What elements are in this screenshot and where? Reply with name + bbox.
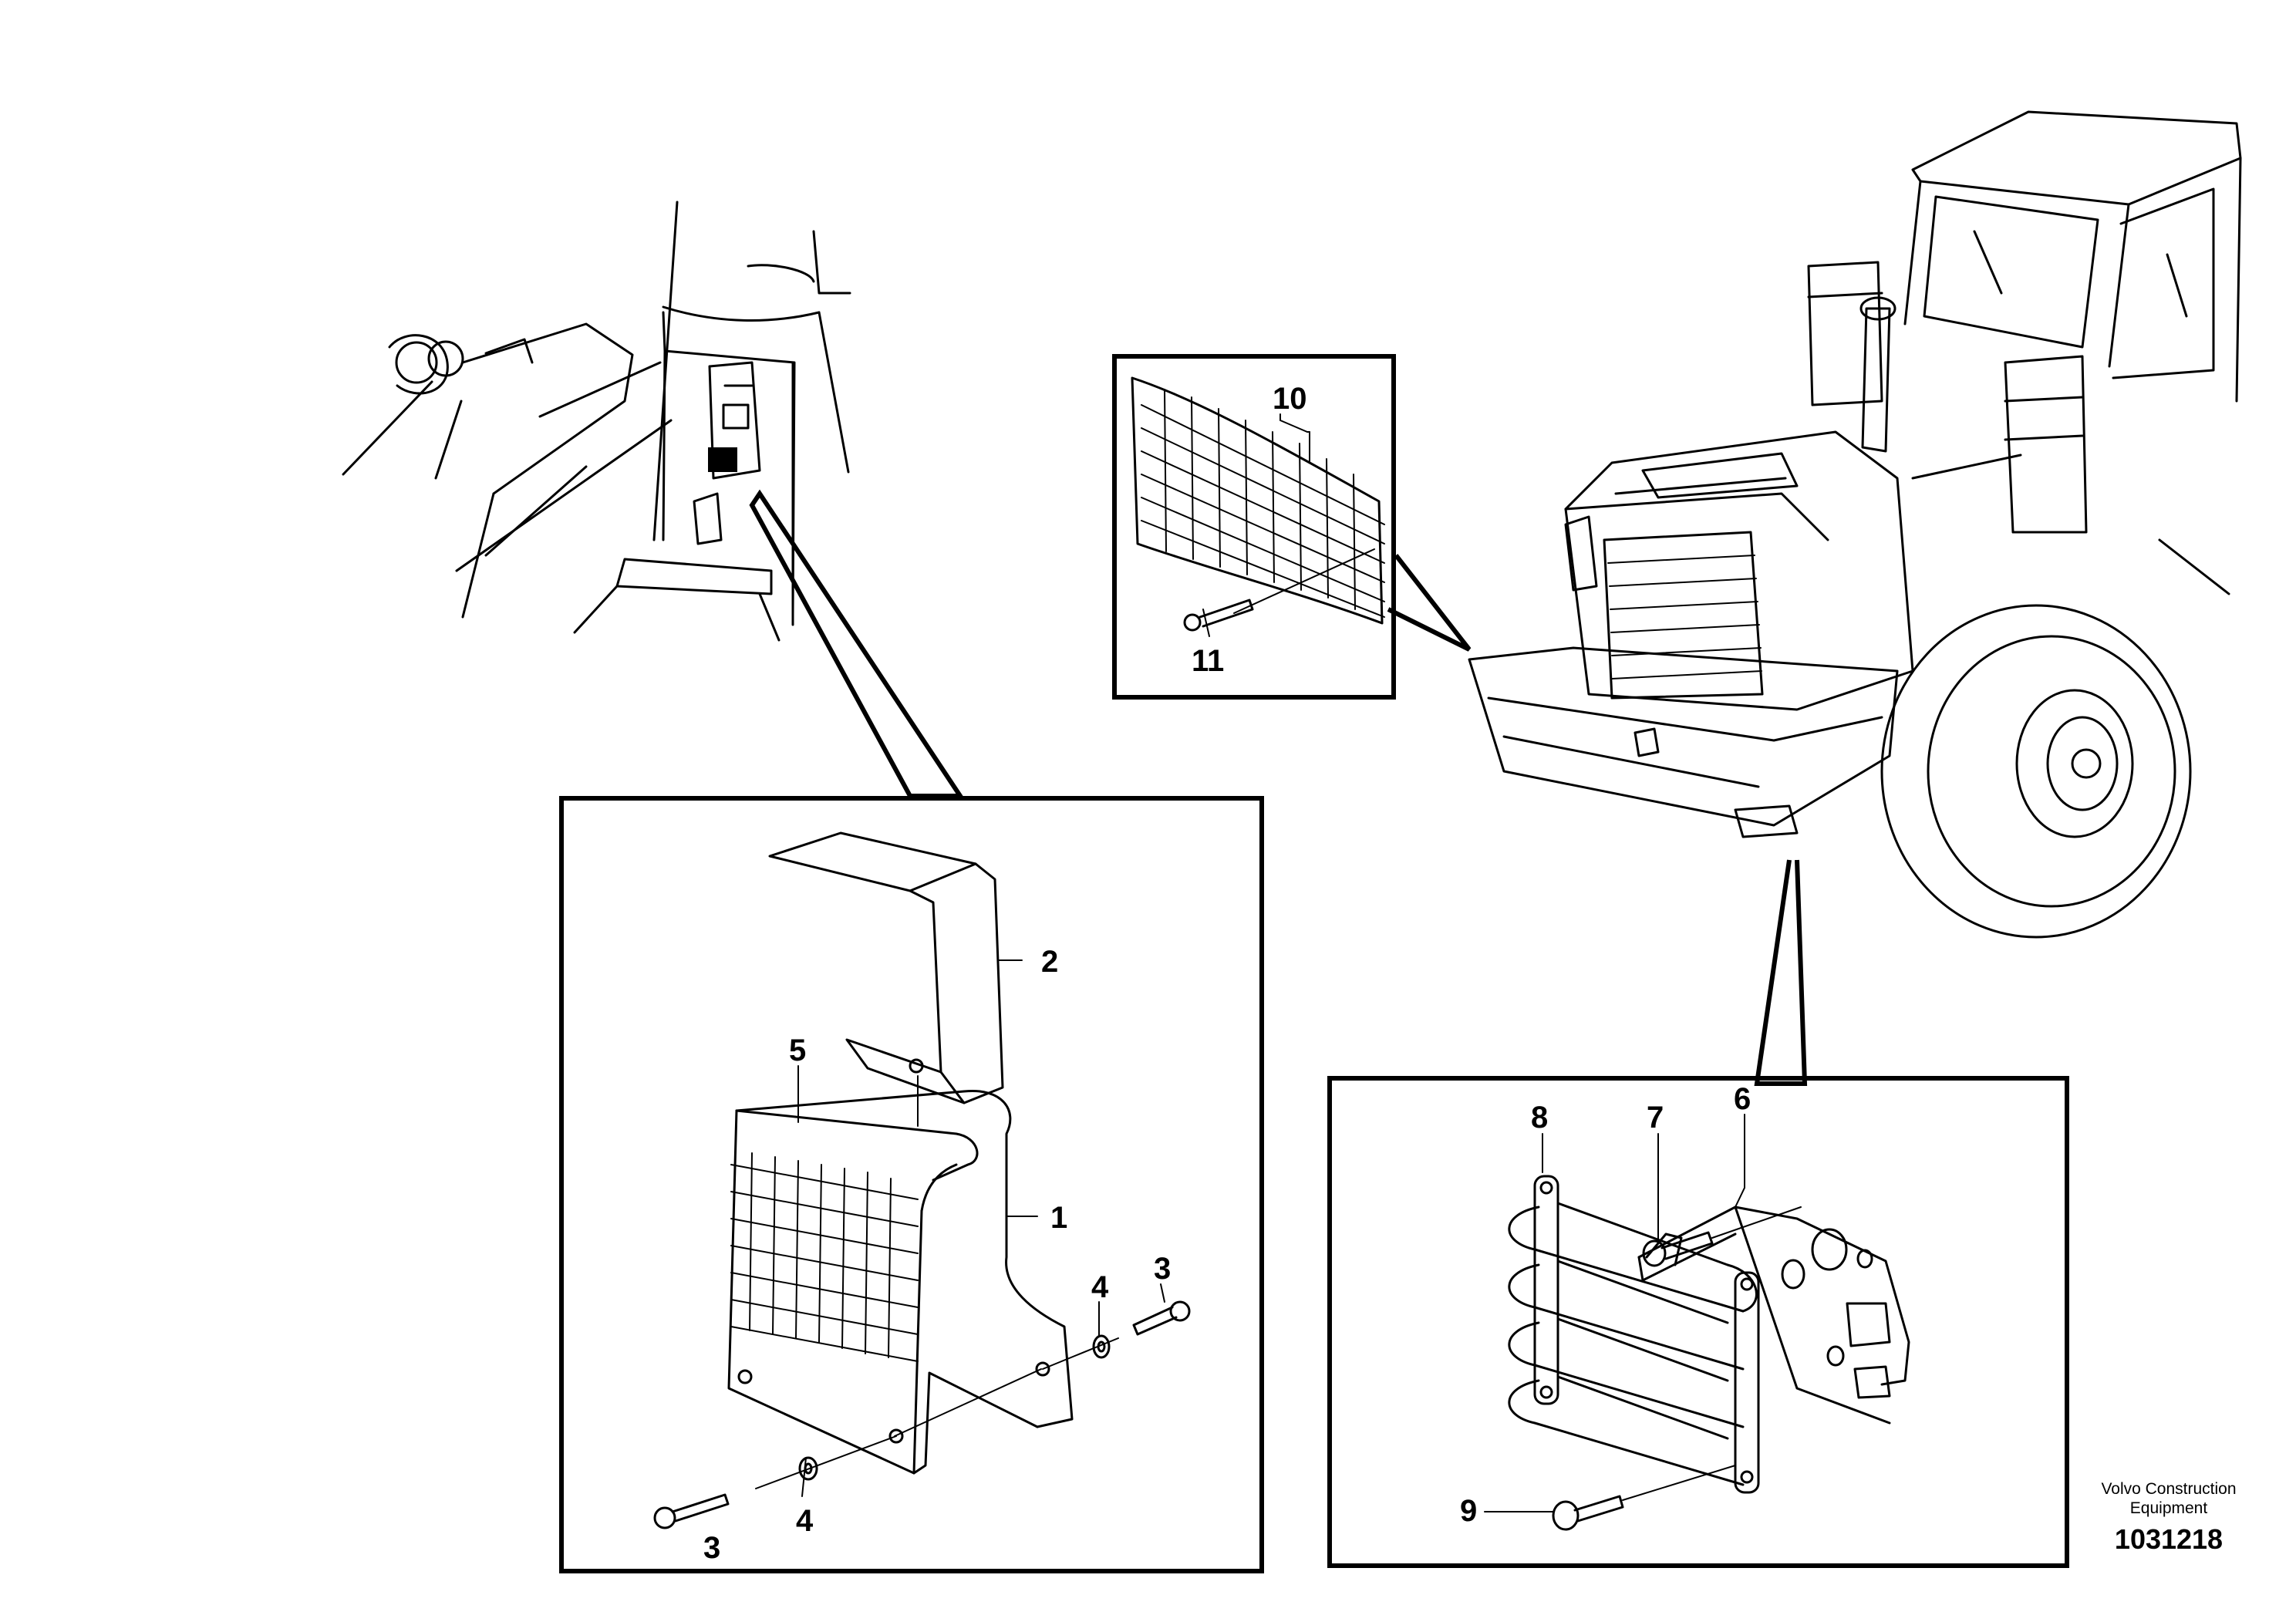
leader-screen-box-to-loader — [1387, 554, 1472, 652]
callout-5: 5 — [789, 1034, 806, 1067]
callout-11: 11 — [1192, 644, 1224, 678]
screen-grid — [1131, 376, 1385, 625]
leader-side-to-guard-box — [749, 489, 965, 798]
callout-8: 8 — [1531, 1101, 1548, 1135]
guard-cover — [727, 1089, 1074, 1475]
u-bolt-clamp — [1508, 1175, 1760, 1494]
callout-9: 9 — [1460, 1494, 1477, 1528]
washer-right — [1092, 1334, 1111, 1359]
callout-labels: 1 2 3 3 4 4 5 6 7 8 9 10 11 — [703, 382, 1751, 1565]
side-view-grille — [708, 447, 737, 472]
callout-2: 2 — [1041, 945, 1058, 979]
callout-leaders — [797, 413, 1745, 1512]
bracket-detail-box — [1327, 1076, 2069, 1568]
screen-detail-box — [1112, 354, 1396, 700]
screen-bolt — [1183, 599, 1254, 632]
callout-6: 6 — [1734, 1082, 1751, 1116]
guard-detail-box — [559, 796, 1264, 1573]
callout-7: 7 — [1647, 1101, 1664, 1135]
flange-bolt-upper — [1642, 1231, 1714, 1267]
mounting-plate — [1637, 1206, 1910, 1425]
brand-line-1: Volvo Construction — [2101, 1480, 2236, 1498]
callout-3-right: 3 — [1154, 1252, 1171, 1286]
drawing-number: 1031218 — [2115, 1523, 2223, 1555]
leader-bumper-to-bracket-box — [1754, 859, 1808, 1086]
bolt-right — [1132, 1300, 1191, 1336]
bolt-bottom — [653, 1493, 730, 1529]
footer: Volvo Construction Equipment 1031218 — [2101, 1480, 2236, 1555]
flange-bolt-lower — [1552, 1495, 1624, 1531]
callout-1: 1 — [1050, 1201, 1067, 1235]
callout-3-bottom: 3 — [703, 1531, 720, 1565]
guard-bracket — [768, 831, 1004, 1127]
guard-mesh — [730, 1152, 919, 1362]
loader-front-view — [1468, 110, 2242, 939]
callout-4-bottom: 4 — [796, 1504, 814, 1538]
machine-side-view — [342, 201, 851, 642]
callout-4-right: 4 — [1091, 1270, 1109, 1304]
callout-10: 10 — [1273, 382, 1307, 416]
brand-line-2: Equipment — [2130, 1499, 2208, 1517]
engine-grille — [1603, 531, 1764, 700]
rear-wheel — [1880, 604, 2192, 939]
